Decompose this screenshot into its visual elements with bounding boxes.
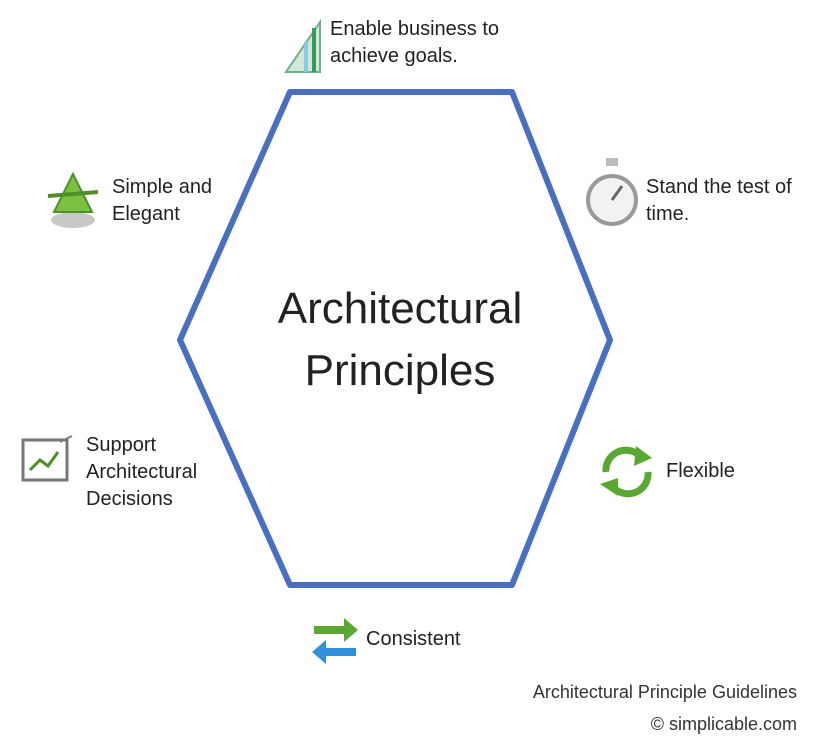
balance-icon [47, 171, 99, 228]
credit-line-1: Architectural Principle Guidelines [532, 682, 797, 702]
chart-icon [284, 18, 321, 73]
diagram-title: Architectural Principles [180, 278, 620, 402]
title-line-2: Principles [304, 346, 496, 395]
recycle-arrows-icon [600, 446, 652, 498]
swap-arrows-icon [312, 618, 358, 664]
source-credit: Architectural Principle Guidelines © sim… [533, 676, 797, 740]
title-line-1: Architectural [277, 284, 523, 333]
stopwatch-icon [586, 158, 638, 226]
principle-consistent: Consistent [366, 628, 461, 650]
principle-support-decisions: Support Architectural Decisions [86, 434, 198, 510]
principle-flexible: Flexible [666, 460, 735, 482]
principle-enable-business: Enable business to achieve goals. [330, 18, 500, 67]
document-chart-icon [21, 435, 73, 482]
principle-stand-test-of-time: Stand the test of time. [646, 176, 792, 225]
principle-simple-elegant: Simple and Elegant [112, 176, 213, 225]
hexagon-shape [177, 89, 613, 588]
credit-line-2: © simplicable.com [650, 714, 797, 734]
